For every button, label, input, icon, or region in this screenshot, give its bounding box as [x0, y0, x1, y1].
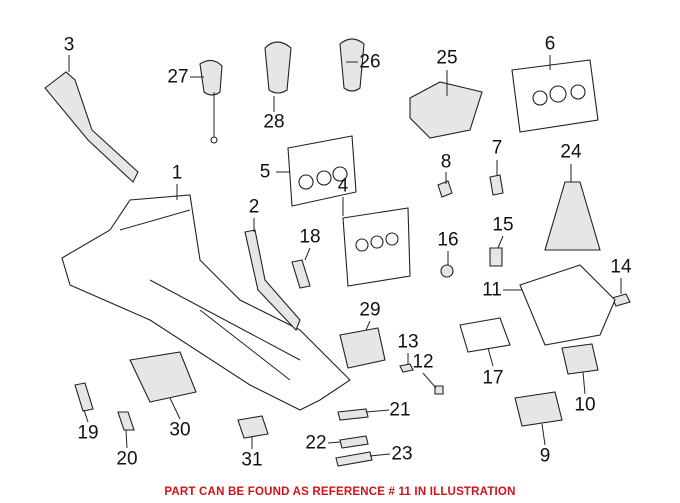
callout-19[interactable]: 19 [77, 422, 99, 444]
callout-1[interactable]: 1 [171, 162, 183, 184]
callout-13[interactable]: 13 [397, 331, 419, 353]
callout-4[interactable]: 4 [337, 175, 349, 197]
callout-23[interactable]: 23 [391, 443, 413, 465]
callout-5[interactable]: 5 [259, 161, 271, 183]
part-14 [611, 293, 631, 307]
callout-18[interactable]: 18 [299, 226, 321, 248]
callout-31[interactable]: 31 [241, 449, 263, 471]
callout-10[interactable]: 10 [574, 394, 596, 416]
part-12 [434, 385, 444, 395]
part-24-shift-boot [544, 181, 601, 251]
callout-20[interactable]: 20 [116, 448, 138, 470]
callout-9[interactable]: 9 [539, 445, 551, 467]
callout-17[interactable]: 17 [482, 367, 504, 389]
callout-29[interactable]: 29 [359, 299, 381, 321]
callout-16[interactable]: 16 [437, 229, 459, 251]
callout-24[interactable]: 24 [560, 141, 582, 163]
part-1-center-console [61, 194, 351, 411]
leader-lines [68, 55, 622, 457]
part-13 [399, 363, 414, 373]
callout-12[interactable]: 12 [412, 351, 434, 373]
part-28-shift-knob [264, 41, 292, 94]
callout-26[interactable]: 26 [359, 51, 381, 73]
part-16 [440, 264, 454, 278]
part-18 [291, 259, 311, 289]
part-20 [117, 411, 135, 431]
part-15 [489, 247, 503, 267]
part-27-shift-knob [199, 59, 223, 96]
callout-28[interactable]: 28 [263, 111, 285, 133]
callout-14[interactable]: 14 [610, 256, 632, 278]
part-29 [339, 327, 386, 369]
callout-27[interactable]: 27 [167, 66, 189, 88]
part-10 [561, 343, 599, 375]
part-19 [74, 382, 94, 412]
callout-2[interactable]: 2 [248, 196, 260, 218]
part-7 [489, 174, 504, 196]
part-31 [237, 415, 269, 439]
part-30 [129, 351, 197, 403]
callout-22[interactable]: 22 [305, 432, 327, 454]
part-11-console-trim [519, 264, 616, 346]
part-21 [337, 408, 369, 421]
reference-note: PART CAN BE FOUND AS REFERENCE # 11 IN I… [164, 486, 516, 498]
callout-11[interactable]: 11 [482, 279, 502, 301]
part-25-tray [409, 81, 483, 139]
part-8 [437, 180, 453, 198]
part-2-bracket [244, 229, 301, 332]
part-23 [335, 451, 373, 467]
callout-7[interactable]: 7 [491, 137, 503, 159]
callout-3[interactable]: 3 [63, 34, 75, 56]
part-3-trim [44, 71, 139, 183]
part-9 [514, 391, 563, 427]
callout-15[interactable]: 15 [492, 214, 514, 236]
part-17 [459, 317, 511, 353]
callout-8[interactable]: 8 [440, 151, 452, 173]
callout-6[interactable]: 6 [544, 33, 556, 55]
callout-25[interactable]: 25 [436, 47, 458, 69]
callout-30[interactable]: 30 [169, 419, 191, 441]
callout-21[interactable]: 21 [389, 399, 411, 421]
part-22 [339, 435, 369, 449]
part-26-shift-knob [339, 38, 365, 92]
